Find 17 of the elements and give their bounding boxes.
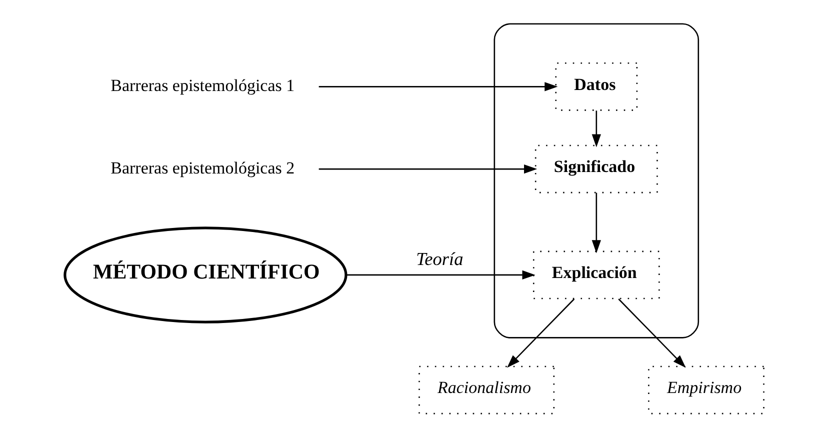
arrow bbox=[507, 298, 575, 368]
node-text: Barreras epistemológicas 1 bbox=[110, 76, 295, 96]
node-box: Significado bbox=[534, 144, 658, 194]
node-box: Explicación bbox=[533, 250, 660, 300]
node-ellipse: MÉTODO CIENTÍFICO bbox=[64, 226, 348, 324]
arrow bbox=[318, 164, 538, 174]
arrow bbox=[592, 110, 601, 148]
arrow bbox=[592, 192, 601, 254]
node-box: Empirismo bbox=[648, 366, 764, 414]
node-text: Barreras epistemológicas 2 bbox=[110, 158, 295, 178]
edge-label: Teoría bbox=[416, 248, 464, 269]
cluster bbox=[494, 23, 700, 338]
node-box: Racionalismo bbox=[418, 366, 555, 414]
node-box: Datos bbox=[555, 62, 638, 111]
arrow bbox=[618, 298, 686, 368]
arrow bbox=[346, 270, 536, 280]
arrow bbox=[318, 82, 558, 92]
